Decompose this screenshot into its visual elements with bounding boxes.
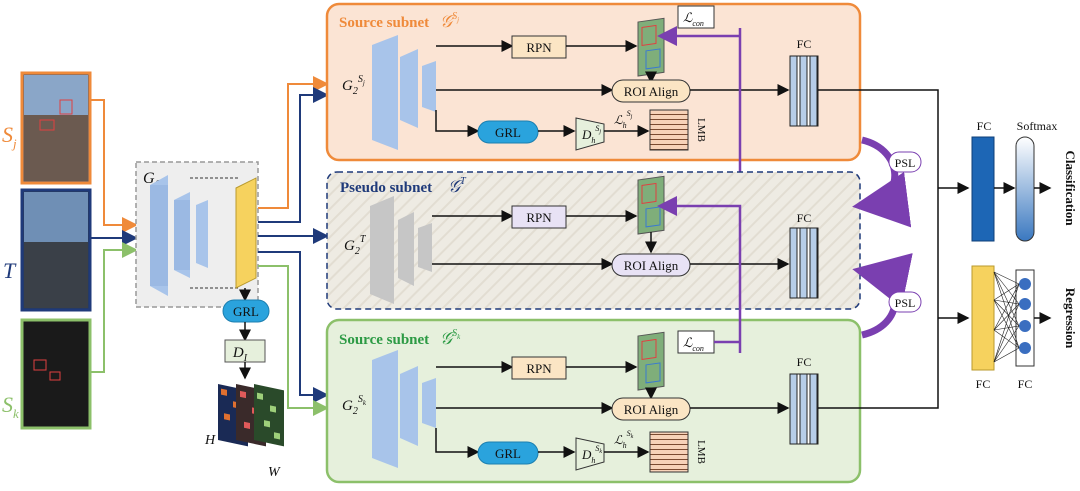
- svg-text:FC: FC: [797, 355, 812, 369]
- sk-to-g1-arrow: [90, 242, 138, 373]
- map-h-label: H: [204, 433, 216, 448]
- svg-text:Regression: Regression: [1063, 288, 1078, 349]
- svg-text:GRL: GRL: [495, 125, 521, 140]
- svg-text:LMB: LMB: [695, 118, 707, 142]
- svg-text:GRL: GRL: [233, 304, 259, 319]
- source-subnet-k: Source subnet 𝒢Sk G2Sk RPN ROI Align FC …: [325, 318, 862, 484]
- domain-map-stack: [218, 384, 284, 447]
- sj-to-g1-arrow: [90, 99, 138, 233]
- regression-head: FC FC Regression: [971, 265, 1078, 391]
- svg-text:GRL: GRL: [495, 446, 521, 461]
- svg-text:PSL: PSL: [895, 296, 916, 310]
- lcon-bottom-arrow-up: [657, 196, 742, 353]
- svg-text:FC: FC: [977, 119, 992, 133]
- pseudo-subnet: Pseudo subnet 𝒢T G2T RPN ROI Align FC: [326, 171, 861, 310]
- svg-text:LMB: LMB: [695, 440, 707, 464]
- svg-text:RPN: RPN: [526, 40, 552, 55]
- svg-text:Classification: Classification: [1063, 150, 1078, 226]
- input-label-sk: Sk: [2, 392, 19, 421]
- g1-to-source-j-navy-arrow: [258, 87, 329, 223]
- psl-top-arc: [852, 136, 912, 228]
- g1-to-source-j-arrow: [258, 76, 329, 209]
- svg-text:FC: FC: [797, 37, 812, 51]
- svg-text:FC: FC: [976, 377, 991, 391]
- source-subnet-j: Source subnet 𝒢Sj G2Sj RPN ROI Align FC …: [325, 2, 862, 162]
- svg-text:ROI Align: ROI Align: [624, 84, 679, 99]
- psl-top-badge: PSL: [888, 151, 922, 173]
- g1-to-source-k-arrow: [258, 265, 329, 416]
- svg-text:PSL: PSL: [895, 156, 916, 170]
- g1-backbone: G1: [135, 161, 259, 308]
- source-subnet-k-title: Source subnet: [339, 332, 429, 348]
- svg-text:FC: FC: [1018, 377, 1033, 391]
- input-label-t: T: [3, 258, 17, 283]
- map-w-label: W: [268, 465, 281, 480]
- pseudo-subnet-title: Pseudo subnet: [340, 180, 432, 196]
- svg-text:RPN: RPN: [526, 361, 552, 376]
- svg-text:DI: DI: [232, 345, 248, 364]
- domain-discriminator-di: DI: [224, 339, 266, 364]
- classification-head: FC Softmax Classification: [971, 119, 1078, 242]
- svg-text:Softmax: Softmax: [1017, 119, 1058, 133]
- psl-bottom-badge: PSL: [888, 291, 922, 313]
- input-label-sj: Sj: [2, 122, 17, 151]
- input-image-t: [20, 188, 92, 312]
- fc-merge-line: [818, 89, 939, 409]
- input-image-sk: [20, 318, 92, 430]
- input-image-sj: [20, 71, 92, 185]
- svg-text:ROI Align: ROI Align: [624, 402, 679, 417]
- svg-text:RPN: RPN: [526, 210, 552, 225]
- svg-text:FC: FC: [797, 211, 812, 225]
- source-subnet-j-title: Source subnet: [339, 15, 429, 31]
- svg-text:ROI Align: ROI Align: [624, 258, 679, 273]
- shared-grl-block: GRL: [222, 299, 270, 323]
- g1-to-source-k-navy-arrow: [258, 251, 329, 403]
